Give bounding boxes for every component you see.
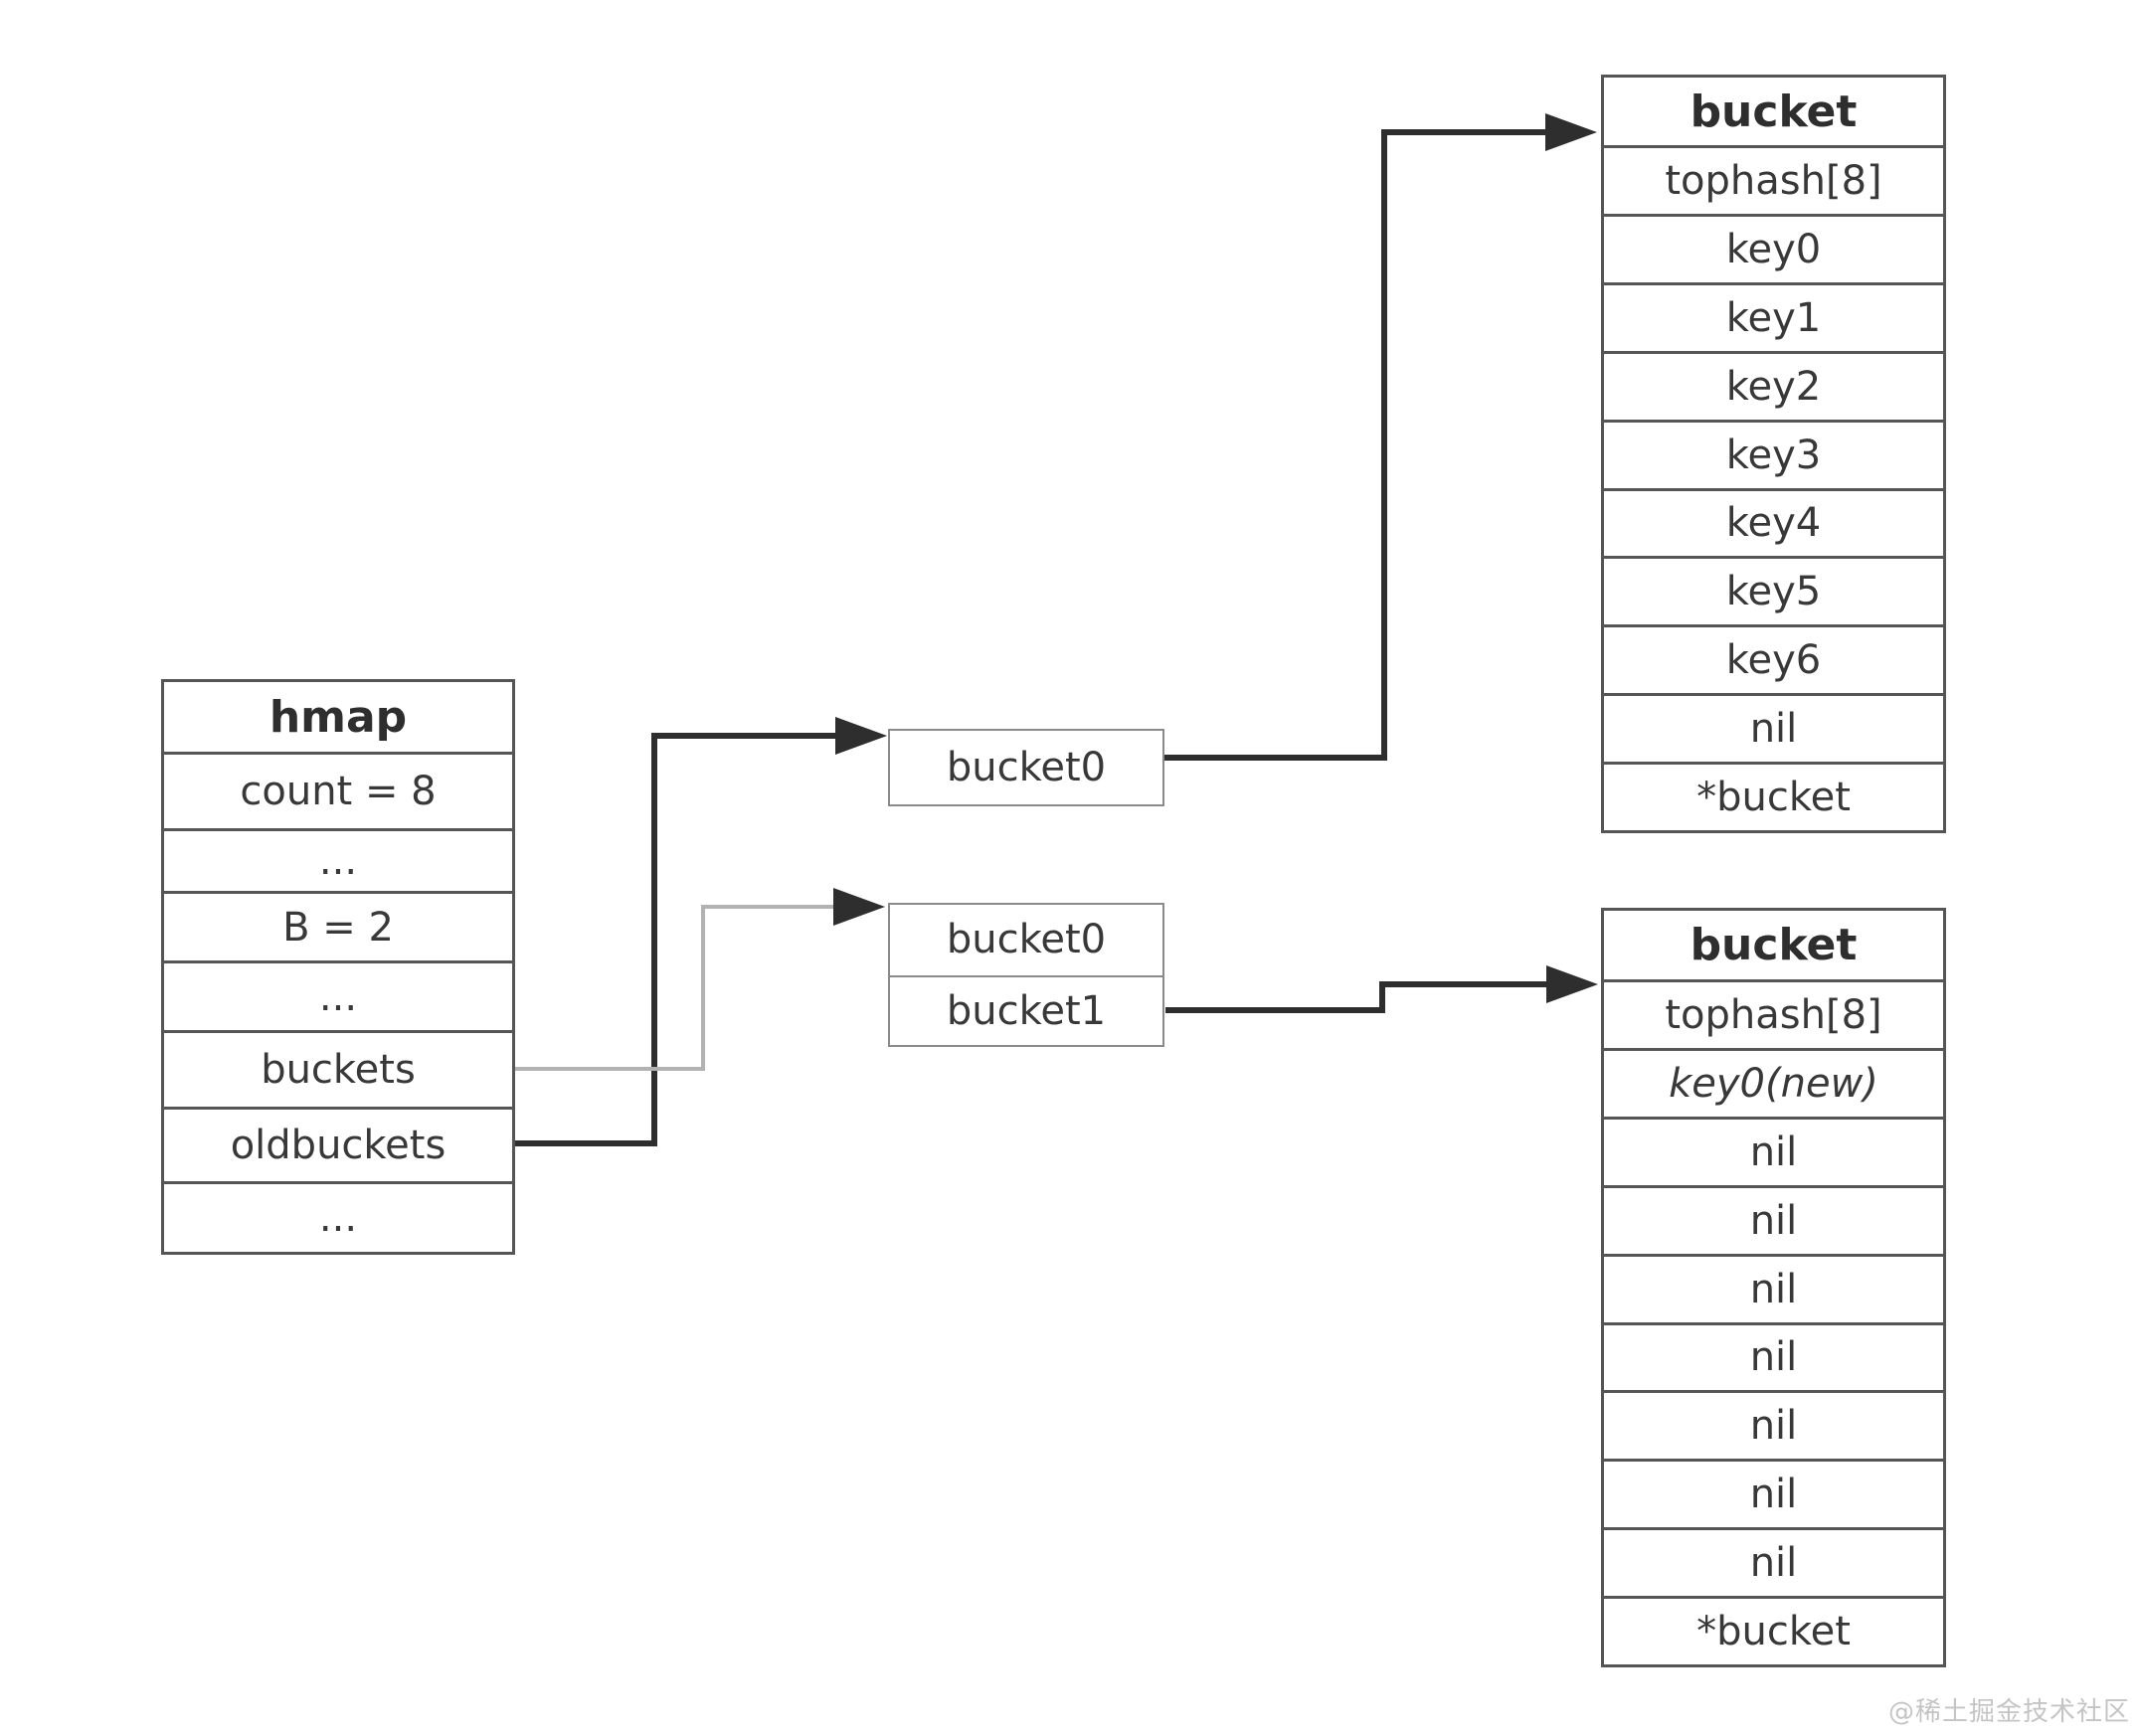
- hmap-table-header: hmap: [268, 691, 408, 743]
- connector-buckets-to-new-pointer: [515, 888, 885, 1071]
- hmap-table: hmap count = 8 ... B = 2 ... buckets old…: [161, 679, 515, 1255]
- arrowhead-icon: [1546, 965, 1598, 1003]
- bucket-row-tophash: tophash[8]: [1604, 979, 1943, 1048]
- hmap-row-b: B = 2: [164, 891, 512, 960]
- hmap-row-ellipsis: ...: [164, 828, 512, 891]
- bucket-table-header: bucket: [1690, 86, 1858, 137]
- hmap-row-ellipsis: ...: [164, 1181, 512, 1252]
- watermark: @稀土掘金技术社区: [1887, 1697, 2130, 1727]
- bucket-row-nil: nil: [1604, 1321, 1943, 1391]
- bucket-row-overflow-pointer: *bucket: [1604, 1596, 1943, 1664]
- bucket-row-key1: key1: [1604, 281, 1943, 351]
- bucket-table-header: bucket: [1690, 920, 1858, 970]
- pointer-cell-bucket0: bucket0: [946, 917, 1107, 963]
- bucket-row-nil: nil: [1604, 1390, 1943, 1459]
- connector-old-pointer-to-old-bucket: [1164, 113, 1597, 761]
- connector-oldbuckets-to-old-pointer: [515, 717, 887, 1146]
- bucket-row-key0: key0: [1604, 213, 1943, 282]
- hmap-row-oldbuckets: oldbuckets: [164, 1107, 512, 1181]
- connector-bucket1-to-new-bucket: [1165, 965, 1598, 1013]
- new-bucket-table: bucket tophash[8] key0(new) nil nil nil …: [1601, 908, 1946, 1667]
- bucket-row-nil: nil: [1604, 1527, 1943, 1596]
- arrowhead-icon: [833, 888, 885, 926]
- arrowhead-icon: [835, 717, 887, 755]
- bucket-row-overflow-pointer: *bucket: [1604, 762, 1943, 830]
- pointer-cell-bucket0: bucket0: [946, 745, 1107, 790]
- old-buckets-pointer-box: bucket0: [888, 729, 1164, 806]
- bucket-row-key6: key6: [1604, 624, 1943, 693]
- bucket-row-key2: key2: [1604, 350, 1943, 420]
- bucket-row-nil: nil: [1604, 1253, 1943, 1322]
- bucket-row-nil: nil: [1604, 1116, 1943, 1185]
- bucket-row-nil: nil: [1604, 693, 1943, 762]
- bucket-row-key3: key3: [1604, 419, 1943, 488]
- new-buckets-pointer-box: bucket0 bucket1: [888, 903, 1164, 1047]
- hmap-row-count: count = 8: [164, 752, 512, 828]
- bucket-row-key0-new: key0(new): [1604, 1047, 1943, 1117]
- hmap-row-ellipsis: ...: [164, 960, 512, 1030]
- hmap-row-buckets: buckets: [164, 1030, 512, 1107]
- pointer-cell-bucket1: bucket1: [890, 974, 1162, 1046]
- bucket-row-nil: nil: [1604, 1184, 1943, 1254]
- old-bucket-table: bucket tophash[8] key0 key1 key2 key3 ke…: [1601, 75, 1946, 833]
- arrowhead-icon: [1545, 113, 1597, 151]
- bucket-row-key5: key5: [1604, 556, 1943, 624]
- bucket-row-key4: key4: [1604, 487, 1943, 557]
- bucket-row-nil: nil: [1604, 1459, 1943, 1527]
- bucket-row-tophash: tophash[8]: [1604, 145, 1943, 214]
